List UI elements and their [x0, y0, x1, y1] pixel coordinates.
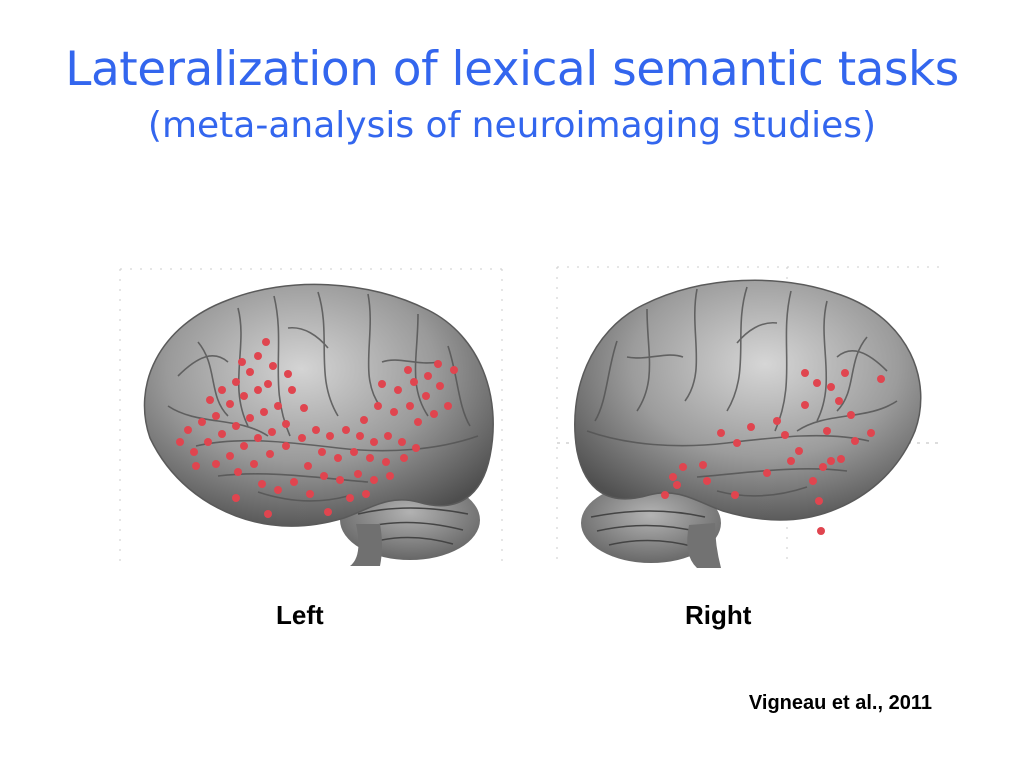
activation-dots-right: [661, 369, 885, 535]
left-caption: Left: [276, 600, 324, 630]
right-brain-graphic: [556, 266, 943, 568]
left-hemisphere-image: [118, 266, 504, 568]
slide-subtitle: (meta-analysis of neuroimaging studies): [147, 105, 877, 146]
right-hemisphere-image: [555, 255, 945, 568]
citation: Vigneau et al., 2011: [748, 692, 932, 714]
right-caption: Right: [685, 600, 752, 630]
left-brain-graphic: [119, 268, 503, 566]
slide-title: Lateralization of lexical semantic tasks: [65, 42, 959, 97]
slide-title-block: Lateralization of lexical semantic tasks…: [0, 38, 1024, 150]
activation-dots-left: [176, 338, 458, 518]
